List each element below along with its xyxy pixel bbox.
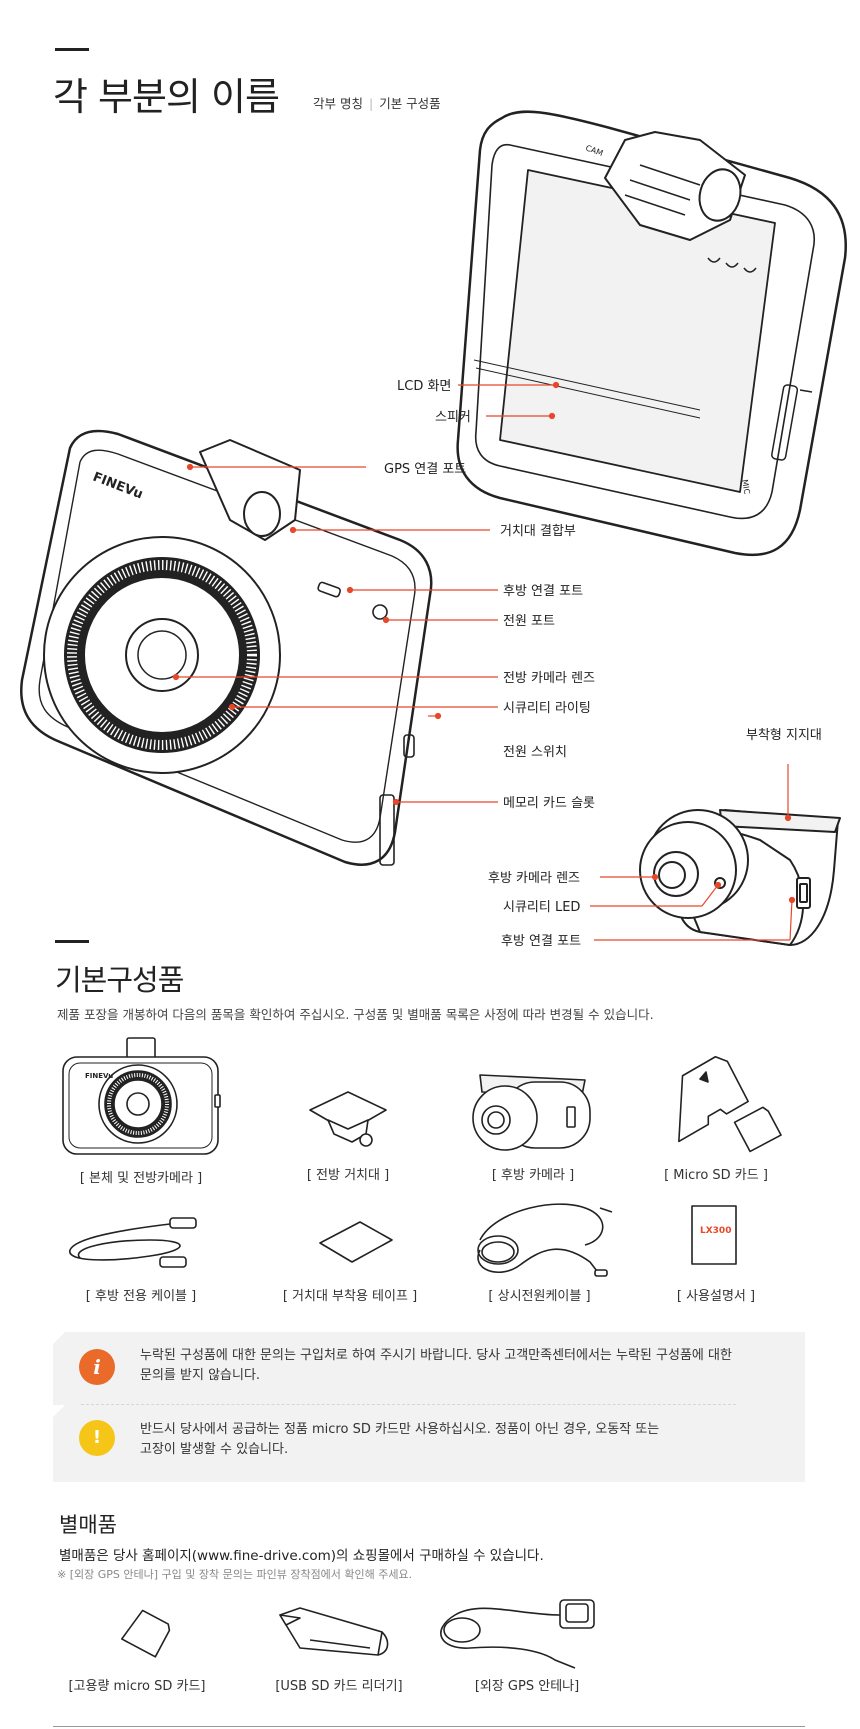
bottom-divider — [53, 1726, 805, 1727]
optional-caption-sd: [고용량 micro SD 카드] — [62, 1675, 212, 1694]
optional-caption-usb-reader: [USB SD 카드 리더기] — [264, 1675, 414, 1694]
optional-caption-gps: [외장 GPS 안테나] — [452, 1675, 602, 1694]
